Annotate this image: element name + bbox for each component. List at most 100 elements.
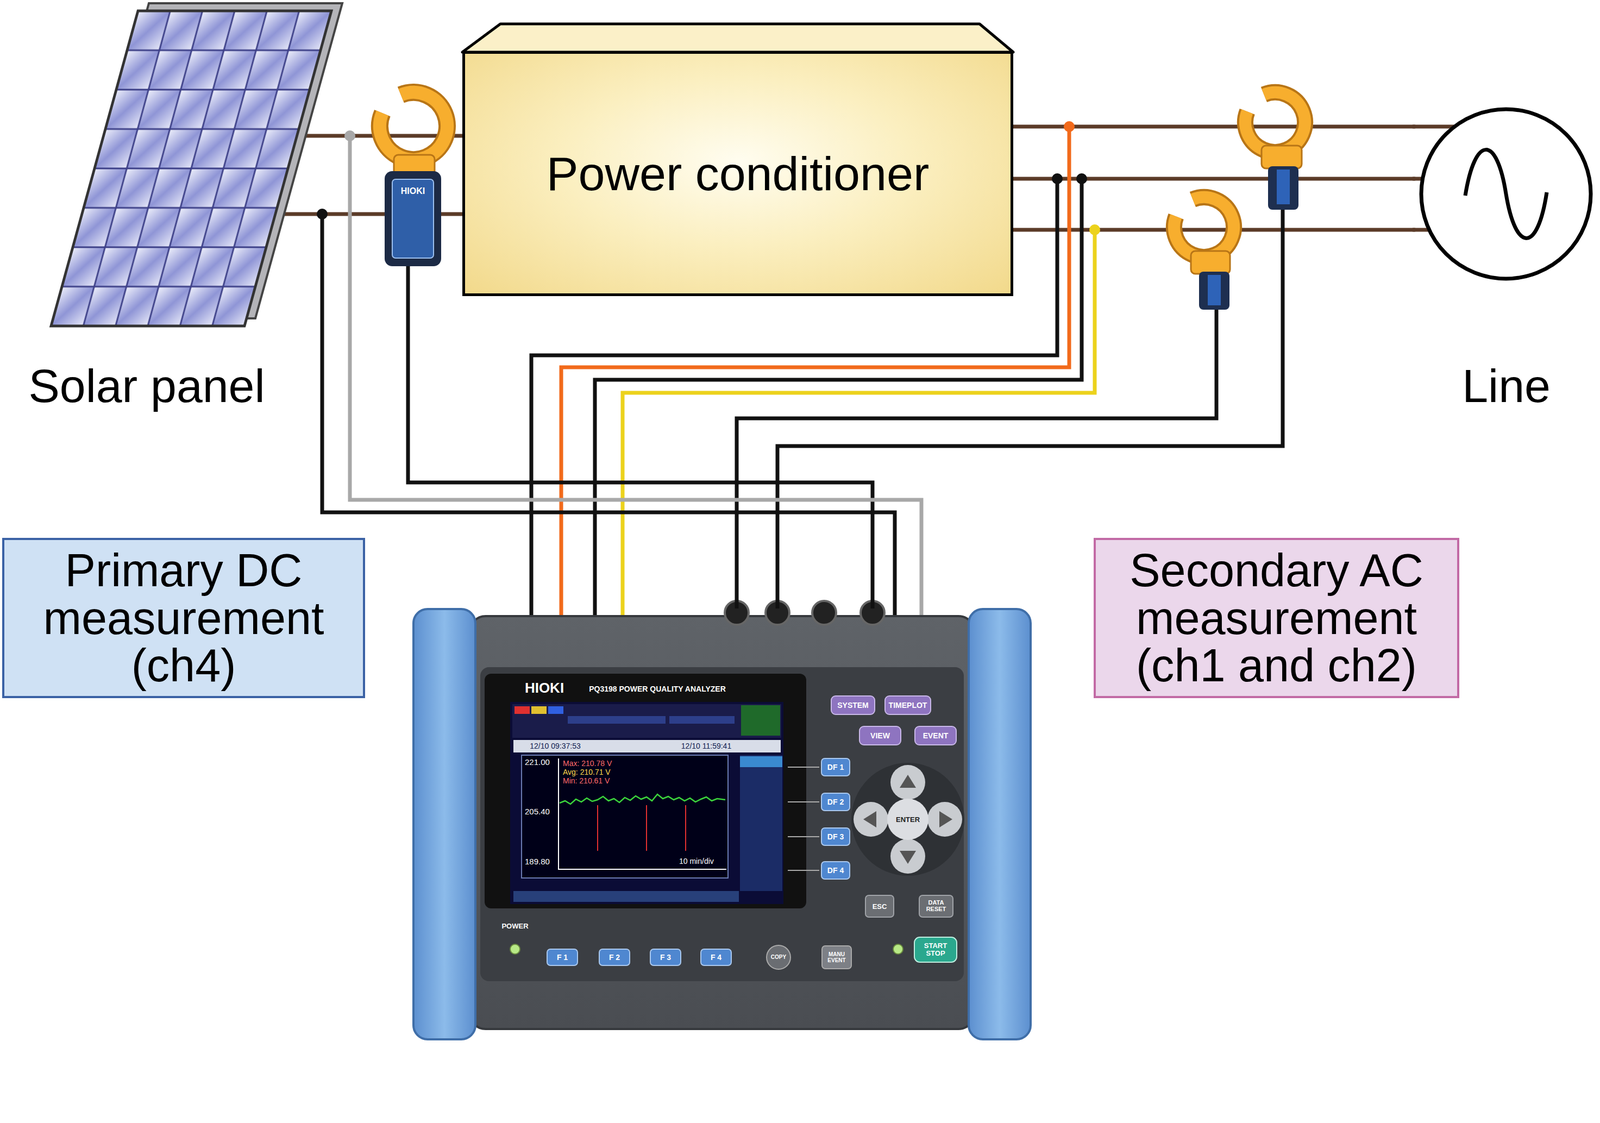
- button-label: COPY: [770, 954, 787, 960]
- solar-panel: Solar panel: [16, 0, 278, 413]
- screen-menu: [739, 755, 783, 892]
- button-label: DF 4: [827, 866, 844, 875]
- start-button: [914, 937, 957, 963]
- df-tick: [787, 869, 820, 871]
- node-label: Secondary AC measurement (ch1 and ch2): [1112, 546, 1441, 690]
- button: [865, 895, 894, 918]
- button-label: ENTER: [895, 816, 920, 824]
- clamp-grip: [1190, 251, 1231, 274]
- button: [919, 895, 953, 918]
- brand-mark: HIOKI: [524, 680, 564, 695]
- screen-date-strip: [513, 739, 781, 753]
- clamp-panel: [1276, 169, 1290, 205]
- power-wire: [1013, 229, 1416, 231]
- solar-panel-face: [51, 10, 332, 326]
- button: [547, 949, 578, 966]
- screen-tab: [514, 706, 530, 714]
- dc-measurement-box: Primary DC measurement (ch4): [2, 537, 366, 699]
- button-label: DF 2: [827, 798, 844, 806]
- clamp-body: [1199, 271, 1230, 310]
- screen-tab: [548, 706, 564, 714]
- button-label: F 2: [609, 953, 620, 962]
- screen-header: [512, 704, 782, 738]
- dpad-key: [853, 801, 889, 837]
- box-top-face: [462, 23, 1014, 53]
- button: [821, 793, 850, 811]
- clamp-body: [384, 171, 442, 267]
- connection-dot: [316, 208, 328, 220]
- clamp-cable: [408, 265, 873, 609]
- df-tick: [787, 801, 820, 803]
- button-label: DATA RESET: [920, 899, 952, 913]
- power-led: [510, 944, 520, 955]
- screen-menu-highlight: [739, 756, 783, 768]
- connection-dot: [344, 130, 356, 142]
- screen: [510, 701, 784, 905]
- indicator-label: POWER: [501, 922, 529, 930]
- arrow-symbol: [899, 850, 916, 864]
- dpad-key: [927, 801, 963, 837]
- button: [650, 949, 681, 966]
- status-panel: [741, 705, 781, 736]
- button: [821, 861, 850, 880]
- button-label: F 1: [556, 953, 568, 962]
- axis-scale: 10 min/div: [679, 857, 714, 865]
- clamp-grip: [1261, 145, 1302, 169]
- df-tick: [787, 766, 820, 768]
- button-label: SYSTEM: [837, 701, 869, 709]
- ac-measurement-box: Secondary AC measurement (ch1 and ch2): [1093, 537, 1460, 699]
- current-port: [812, 600, 837, 625]
- screen-tab: [669, 716, 735, 724]
- node-label: Primary DC measurement (ch4): [20, 546, 347, 690]
- button-label: ESC: [872, 902, 888, 911]
- dpad-key: [890, 838, 926, 874]
- button-label: START STOP: [915, 942, 956, 957]
- button: [821, 758, 850, 776]
- plot-area: [521, 755, 729, 878]
- analyzer-body: [469, 616, 975, 1029]
- node-label: Solar panel: [28, 359, 265, 413]
- button-label: VIEW: [870, 731, 890, 740]
- node-label: Line: [1462, 359, 1551, 413]
- button: [831, 695, 875, 715]
- button-label: EVENT: [923, 731, 949, 740]
- button-label: F 4: [710, 953, 722, 962]
- screen-bezel: [484, 673, 807, 909]
- arrow-symbol: [863, 811, 877, 828]
- model-name: PQ3198 POWER QUALITY ANALYZER: [588, 685, 726, 693]
- button-label: TIMEPLOT: [888, 701, 928, 709]
- screen-fkey-strip: [513, 891, 739, 902]
- axis-value: 205.40: [524, 807, 550, 816]
- button: [700, 949, 732, 966]
- button: [599, 949, 630, 966]
- screen-tab: [531, 706, 547, 714]
- wire-stub: [1412, 124, 1456, 129]
- button: [821, 827, 850, 846]
- arrow-symbol: [899, 774, 916, 788]
- button: [766, 945, 791, 970]
- axis-value: 189.80: [524, 857, 550, 866]
- analyzer-face: [480, 667, 964, 982]
- connection-dot: [1051, 173, 1063, 185]
- analyzer-grip: [968, 609, 1031, 1040]
- event-marker: [645, 805, 648, 851]
- analyzer-grip: [413, 609, 476, 1040]
- arrow-symbol: [939, 811, 953, 828]
- stat-value: Min: 210.61 V: [562, 776, 610, 785]
- button-label: DF 3: [827, 832, 844, 841]
- power-wire: [1013, 178, 1416, 180]
- connection-dot: [1076, 173, 1088, 185]
- button-label: DF 1: [827, 763, 844, 771]
- axis-value: 221.00: [524, 757, 550, 767]
- plot-axis: [558, 758, 727, 870]
- wire-line: [1013, 177, 1416, 181]
- clamp-panel: [392, 179, 434, 259]
- event-marker: [597, 805, 599, 851]
- event-marker: [685, 805, 687, 851]
- clamp-panel: [1207, 274, 1221, 306]
- button: [885, 695, 931, 715]
- button: [822, 945, 852, 969]
- dpad-base: [851, 762, 965, 876]
- power-conditioner-box: Power conditioner: [462, 51, 1014, 297]
- connection-dot: [1063, 121, 1075, 133]
